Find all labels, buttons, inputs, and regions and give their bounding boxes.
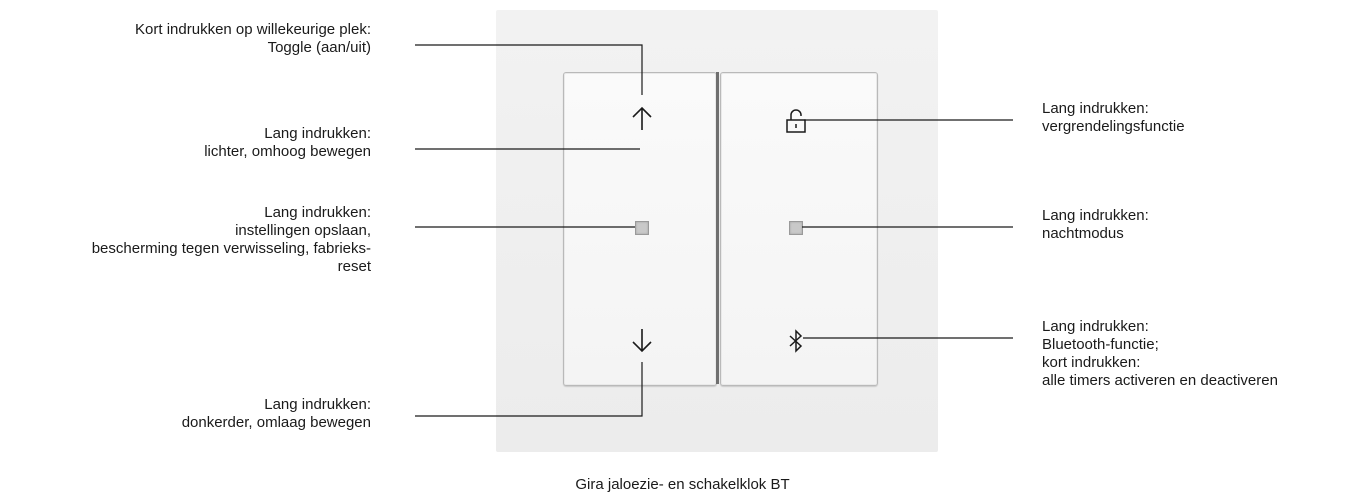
label-save: Lang indrukken: instellingen opslaan, be… — [91, 204, 371, 275]
arrow-up-icon — [632, 106, 652, 130]
arrow-down-icon — [632, 329, 652, 353]
label-toggle: Kort indrukken op willekeurige plek: Tog… — [135, 21, 371, 56]
label-bluetooth: Lang indrukken: Bluetooth-functie; kort … — [1042, 318, 1278, 389]
label-up: Lang indrukken: lichter, omhoog bewegen — [204, 125, 371, 160]
label-down: Lang indrukken: donkerder, omlaag bewege… — [181, 396, 371, 431]
rocker-gap — [716, 72, 719, 384]
label-lock: Lang indrukken: vergrendelingsfunctie — [1042, 100, 1185, 135]
bluetooth-icon — [789, 329, 803, 353]
product-caption: Gira jaloezie- en schakelklok BT — [575, 476, 790, 493]
unlocked-padlock-icon — [786, 109, 806, 133]
left-status-led — [635, 221, 649, 235]
label-night: Lang indrukken: nachtmodus — [1042, 207, 1149, 242]
callout-line-down — [415, 362, 643, 417]
callout-line-toggle — [415, 44, 643, 95]
right-status-led — [789, 221, 803, 235]
